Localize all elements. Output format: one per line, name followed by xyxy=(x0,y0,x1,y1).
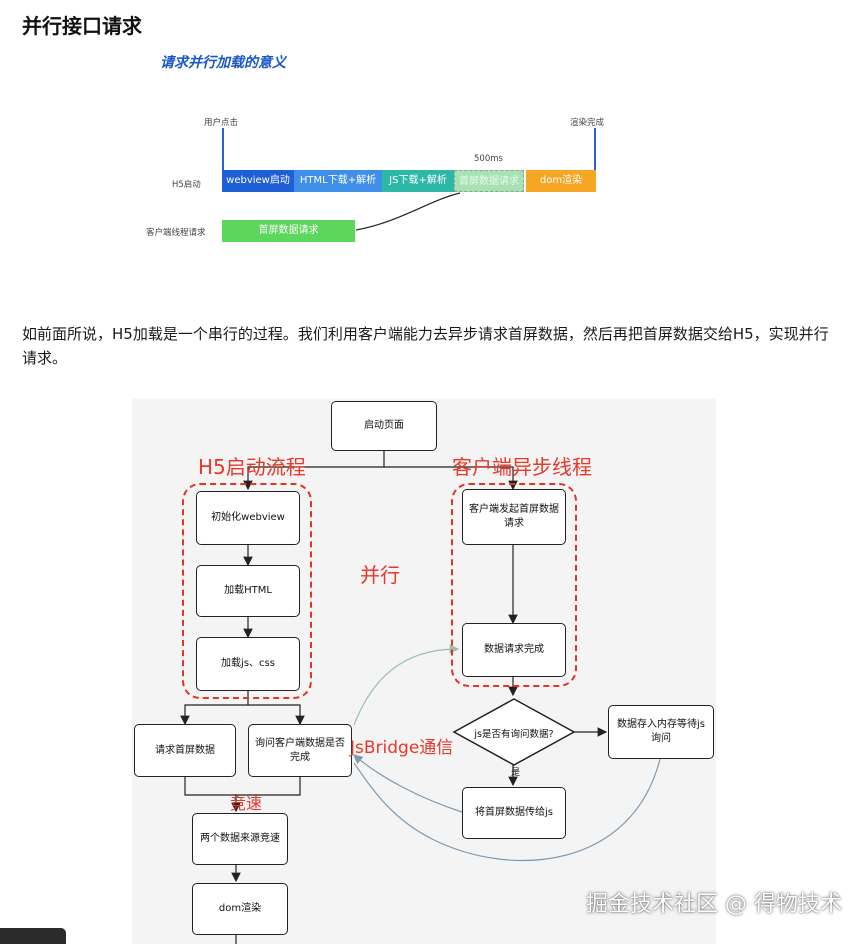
client-request-box: 客户端发起首屏数据请求 xyxy=(462,489,566,545)
duration-label: 500ms xyxy=(474,154,503,164)
bar-client-request: 首屏数据请求 xyxy=(222,220,355,242)
figure1-title: 请求并行加载的意义 xyxy=(160,55,286,71)
h5-flow-group xyxy=(182,483,312,699)
body-paragraph: 如前面所说，H5加载是一个串行的过程。我们利用客户端能力去异步请求首屏数据，然后… xyxy=(22,325,829,367)
parallel-label: 并行 xyxy=(360,563,400,587)
row-client-label: 客户端线程请求 xyxy=(146,228,206,238)
start-page-box: 启动页面 xyxy=(331,401,437,451)
h5-flow-label: H5启动流程 xyxy=(198,455,306,479)
client-thread-label: 客户端异步线程 xyxy=(452,455,592,479)
race-box: 两个数据来源竞速 xyxy=(192,813,288,865)
store-memory-box: 数据存入内存等待js询问 xyxy=(608,705,714,759)
bar-dom-render: dom渲染 xyxy=(526,170,596,192)
dom-render-box: dom渲染 xyxy=(192,883,288,935)
bar-js: JS下载+解析 xyxy=(382,170,454,192)
init-webview-box: 初始化webview xyxy=(196,491,300,545)
corner-tab[interactable] xyxy=(0,928,66,944)
load-js-css-box: 加载js、css xyxy=(196,637,300,691)
yes-label: 是 xyxy=(511,768,521,778)
watermark: 掘金技术社区 @ 得物技术 xyxy=(586,892,842,917)
decision-text: js是否有询问数据? xyxy=(474,729,554,740)
section-heading: 并行接口请求 xyxy=(22,14,142,38)
pass-to-js-box: 将首屏数据传给js xyxy=(462,787,566,839)
jsbridge-label: JsBridge通信 xyxy=(350,738,454,758)
race-label: 竞速 xyxy=(230,794,263,813)
load-html-box: 加载HTML xyxy=(196,565,300,617)
timeline-connector xyxy=(355,192,461,231)
row-h5-label: H5启动 xyxy=(172,180,201,190)
bar-html: HTML下载+解析 xyxy=(294,170,382,192)
ask-client-box: 询问客户端数据是否完成 xyxy=(248,724,352,777)
bar-webview: webview启动 xyxy=(222,170,294,192)
end-marker xyxy=(594,128,596,172)
request-done-box: 数据请求完成 xyxy=(462,623,566,677)
bar-first-screen-data: 首屏数据请求 xyxy=(454,170,524,192)
decision-diamond xyxy=(452,698,576,766)
request-data-box: 请求首屏数据 xyxy=(134,724,236,777)
user-click-label: 用户点击 xyxy=(204,118,239,128)
flowchart-figure: 启动页面 H5启动流程 客户端异步线程 并行 初始化webview 加载HTML… xyxy=(132,399,716,944)
start-marker xyxy=(222,128,224,172)
render-done-label: 渲染完成 xyxy=(570,118,605,128)
client-thread-group xyxy=(451,483,577,687)
